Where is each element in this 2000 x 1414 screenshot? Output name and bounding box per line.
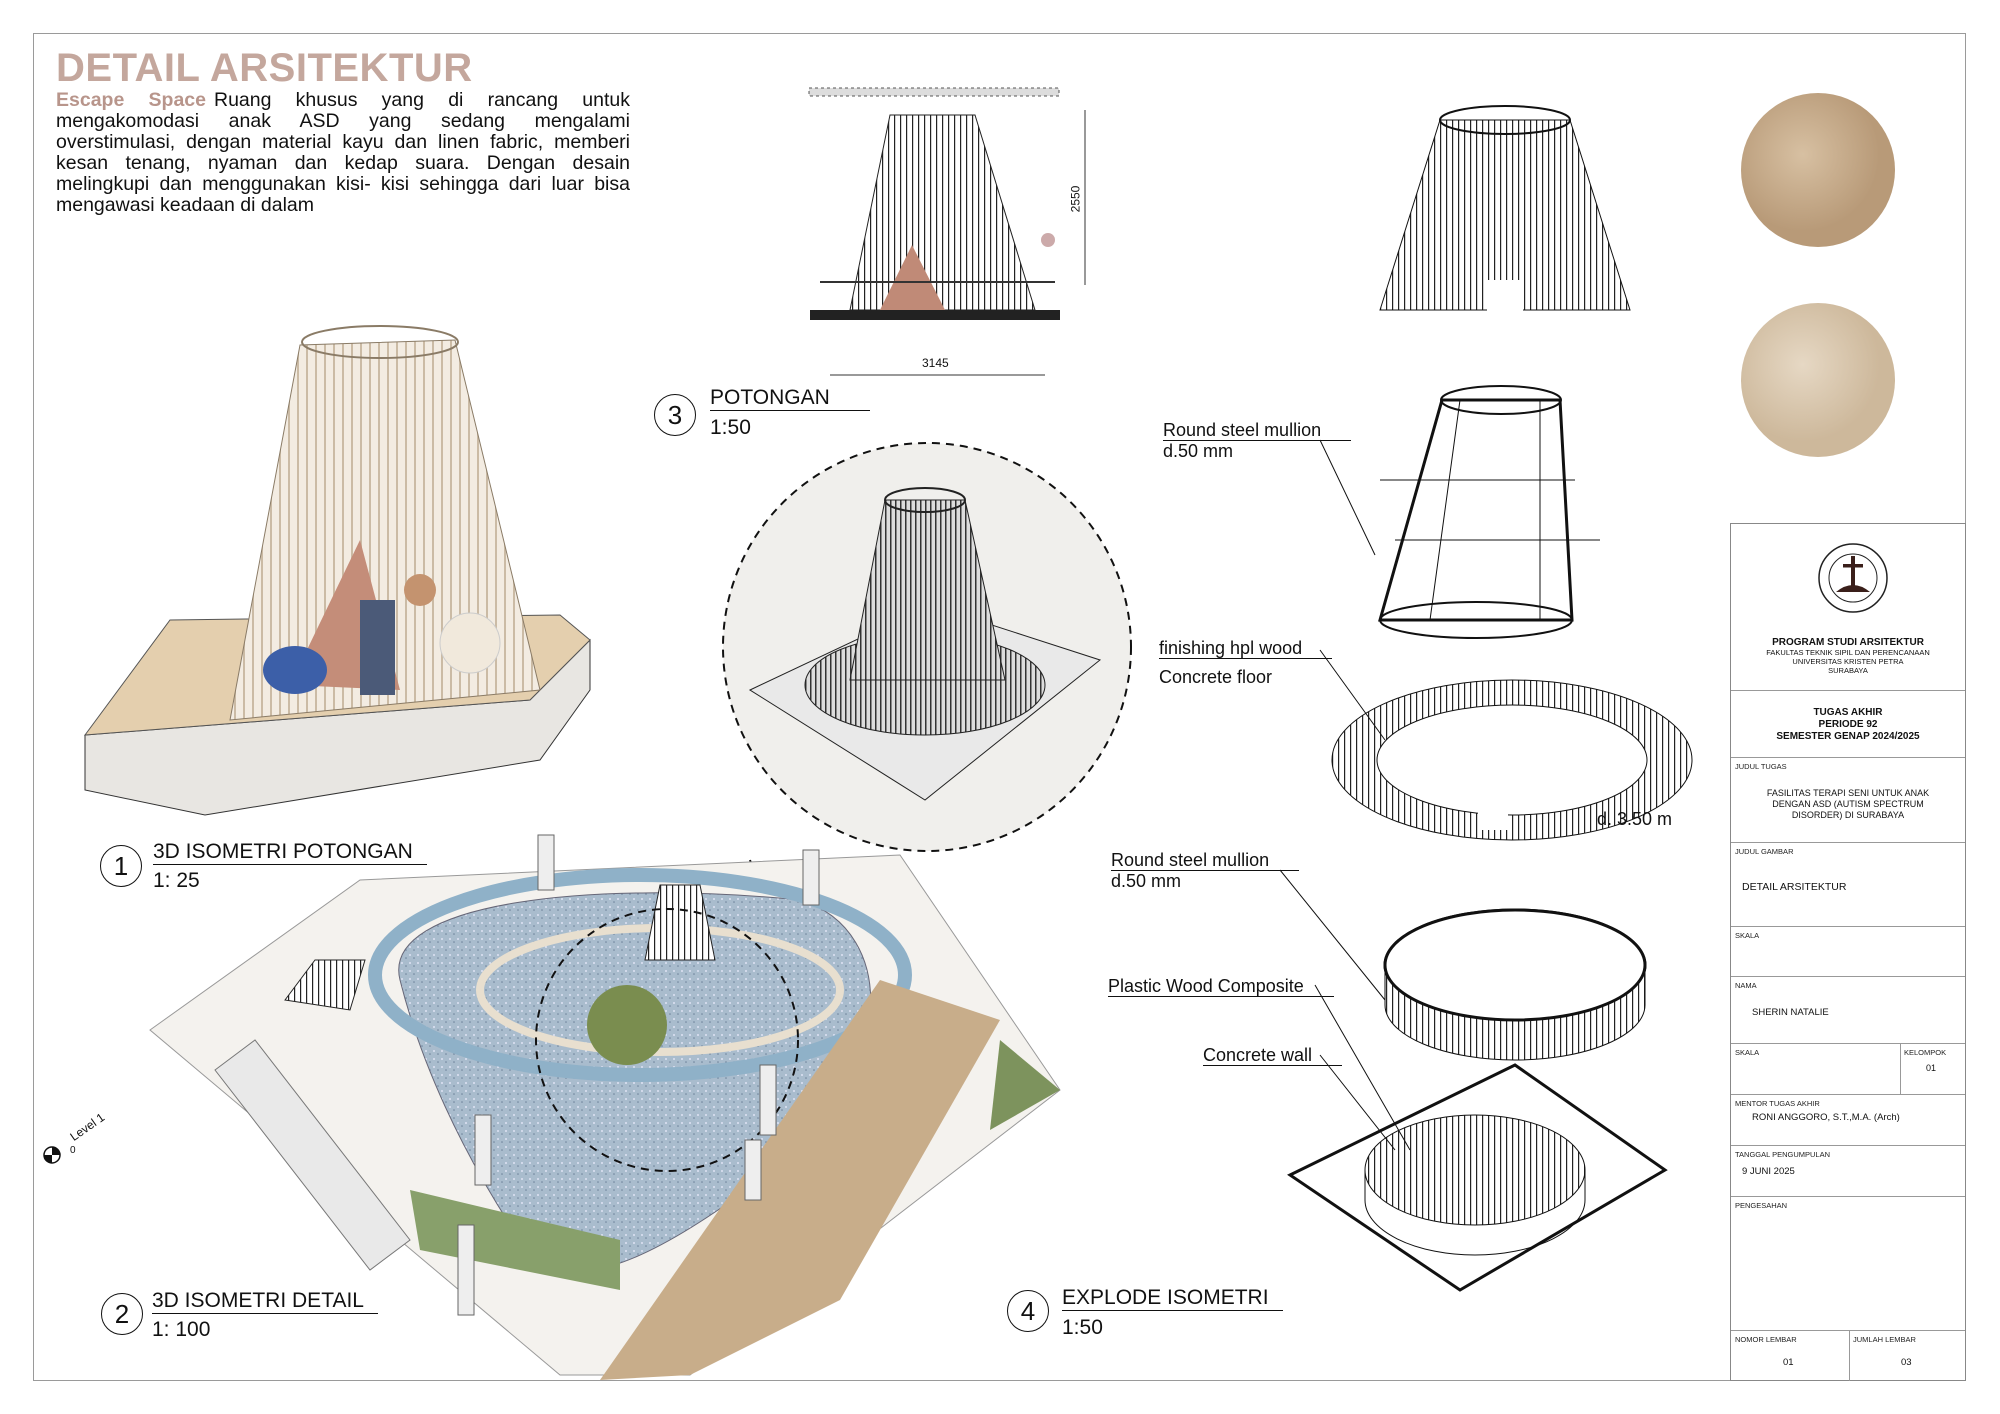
kelompok-label: KELOMPOK [1904,1048,1947,1057]
annotation-wpc: Plastic Wood Composite [1108,976,1334,997]
pengesahan-label: PENGESAHAN [1735,1201,1788,1210]
description-text: Ruang khusus yang di rancang untuk menga… [56,89,630,216]
wood-material-swatch [1741,93,1895,247]
drawing-number-3: 3 [654,394,696,436]
exploded-isometric-drawing [1279,105,1693,1292]
nomor-lembar-label: NOMOR LEMBAR [1735,1335,1797,1344]
course-info: TUGAS AKHIR PERIODE 92 SEMESTER GENAP 20… [1731,691,1965,758]
semester: SEMESTER GENAP 2024/2025 [1776,731,1920,742]
mentor-row: MENTOR TUGAS AKHIR RONI ANGGORO, S.T.,M.… [1731,1095,1965,1146]
course: TUGAS AKHIR [1813,707,1883,718]
drawing-number-2: 2 [101,1293,143,1335]
drawing-title-3: POTONGAN [710,386,870,411]
height-dimension: 2550 [1068,185,1083,213]
drawing-scale-3: 1:50 [710,416,751,439]
mentor: RONI ANGGORO, S.T.,M.A. (Arch) [1752,1112,1900,1123]
university-logo [1818,543,1888,613]
section-drawing [808,87,1086,376]
title-block: PROGRAM STUDI ARSITEKTUR FAKULTAS TEKNIK… [1730,523,1966,1381]
nama-row: NAMA SHERIN NATALIE [1731,977,1965,1044]
faculty-name: FAKULTAS TEKNIK SIPIL DAN PERENCANAAN [1766,648,1930,657]
drawing-title-4: EXPLODE ISOMETRI [1062,1286,1283,1311]
judul-tugas: FASILITAS TERAPI SENI UNTUK ANAK DENGAN … [1766,788,1930,820]
subtitle: Escape Space [56,89,206,111]
program-name: PROGRAM STUDI ARSITEKTUR [1772,637,1924,648]
nama: SHERIN NATALIE [1752,1007,1829,1018]
annotation-mullion-bottom-diameter: d.50 mm [1111,871,1182,891]
drawing-scale-2: 1: 100 [152,1318,211,1341]
judul-tugas-label: JUDUL TUGAS [1735,762,1787,771]
drawing-title-1: 3D ISOMETRI POTONGAN [153,840,427,865]
city-name: SURABAYA [1828,666,1868,675]
tanggal: 9 JUNI 2025 [1742,1166,1795,1177]
annotation-mullion-bottom: Round steel mullion [1111,850,1300,871]
title-block-header: PROGRAM STUDI ARSITEKTUR FAKULTAS TEKNIK… [1731,524,1965,691]
nama-label: NAMA [1735,981,1757,990]
jumlah-lembar: 03 [1901,1357,1912,1368]
kelompok-divider [1900,1044,1901,1094]
mentor-label: MENTOR TUGAS AKHIR [1735,1099,1820,1108]
university-name: UNIVERSITAS KRISTEN PETRA [1792,657,1904,666]
tanggal-row: TANGGAL PENGUMPULAN 9 JUNI 2025 [1731,1146,1965,1197]
judul-tugas-row: JUDUL TUGAS FASILITAS TERAPI SENI UNTUK … [1731,758,1965,843]
annotation-wall: Concrete wall [1203,1045,1343,1066]
level-marker [43,1146,61,1164]
period: PERIODE 92 [1818,719,1878,730]
annotation-mullion-top: Round steel mullion [1163,420,1352,441]
drawing-scale-1: 1: 25 [153,869,200,892]
lembar-divider [1849,1331,1850,1381]
judul-gambar-label: JUDUL GAMBAR [1735,847,1794,856]
nomor-lembar: 01 [1783,1357,1794,1368]
skala-kelompok-row: SKALA KELOMPOK 01 [1731,1044,1965,1095]
detail-callout-circle [722,442,1132,1031]
drawing-number-4: 4 [1007,1290,1049,1332]
skala-row: SKALA [1731,927,1965,977]
site-isometric-drawing [43,834,1061,1380]
skala-label: SKALA [1735,931,1760,940]
page-title: DETAIL ARSITEKTUR [56,46,473,90]
drawing-number-1: 1 [100,845,142,887]
judul-gambar-row: JUDUL GAMBAR DETAIL ARSITEKTUR [1731,843,1965,927]
lembar-row: NOMOR LEMBAR JUMLAH LEMBAR 01 03 [1731,1331,1965,1381]
kelompok: 01 [1926,1063,1937,1073]
drawing-scale-4: 1:50 [1062,1316,1103,1339]
tanggal-label: TANGGAL PENGUMPULAN [1735,1150,1831,1159]
judul-gambar: DETAIL ARSITEKTUR [1742,881,1847,893]
linen-material-swatch [1741,303,1895,457]
drawing-title-2: 3D ISOMETRI DETAIL [152,1289,378,1314]
jumlah-lembar-label: JUMLAH LEMBAR [1853,1335,1916,1344]
isometric-section-drawing [83,325,591,816]
annotation-finishing: finishing hpl wood [1159,638,1333,659]
skala2-label: SKALA [1735,1048,1760,1057]
width-dimension: 3145 [922,356,949,370]
level-value: 0 [70,1145,76,1156]
annotation-floor: Concrete floor [1159,667,1273,687]
annotation-diameter: d. 3.50 m [1597,809,1673,829]
pengesahan-row: PENGESAHAN [1731,1197,1965,1331]
annotation-mullion-top-diameter: d.50 mm [1163,441,1234,461]
